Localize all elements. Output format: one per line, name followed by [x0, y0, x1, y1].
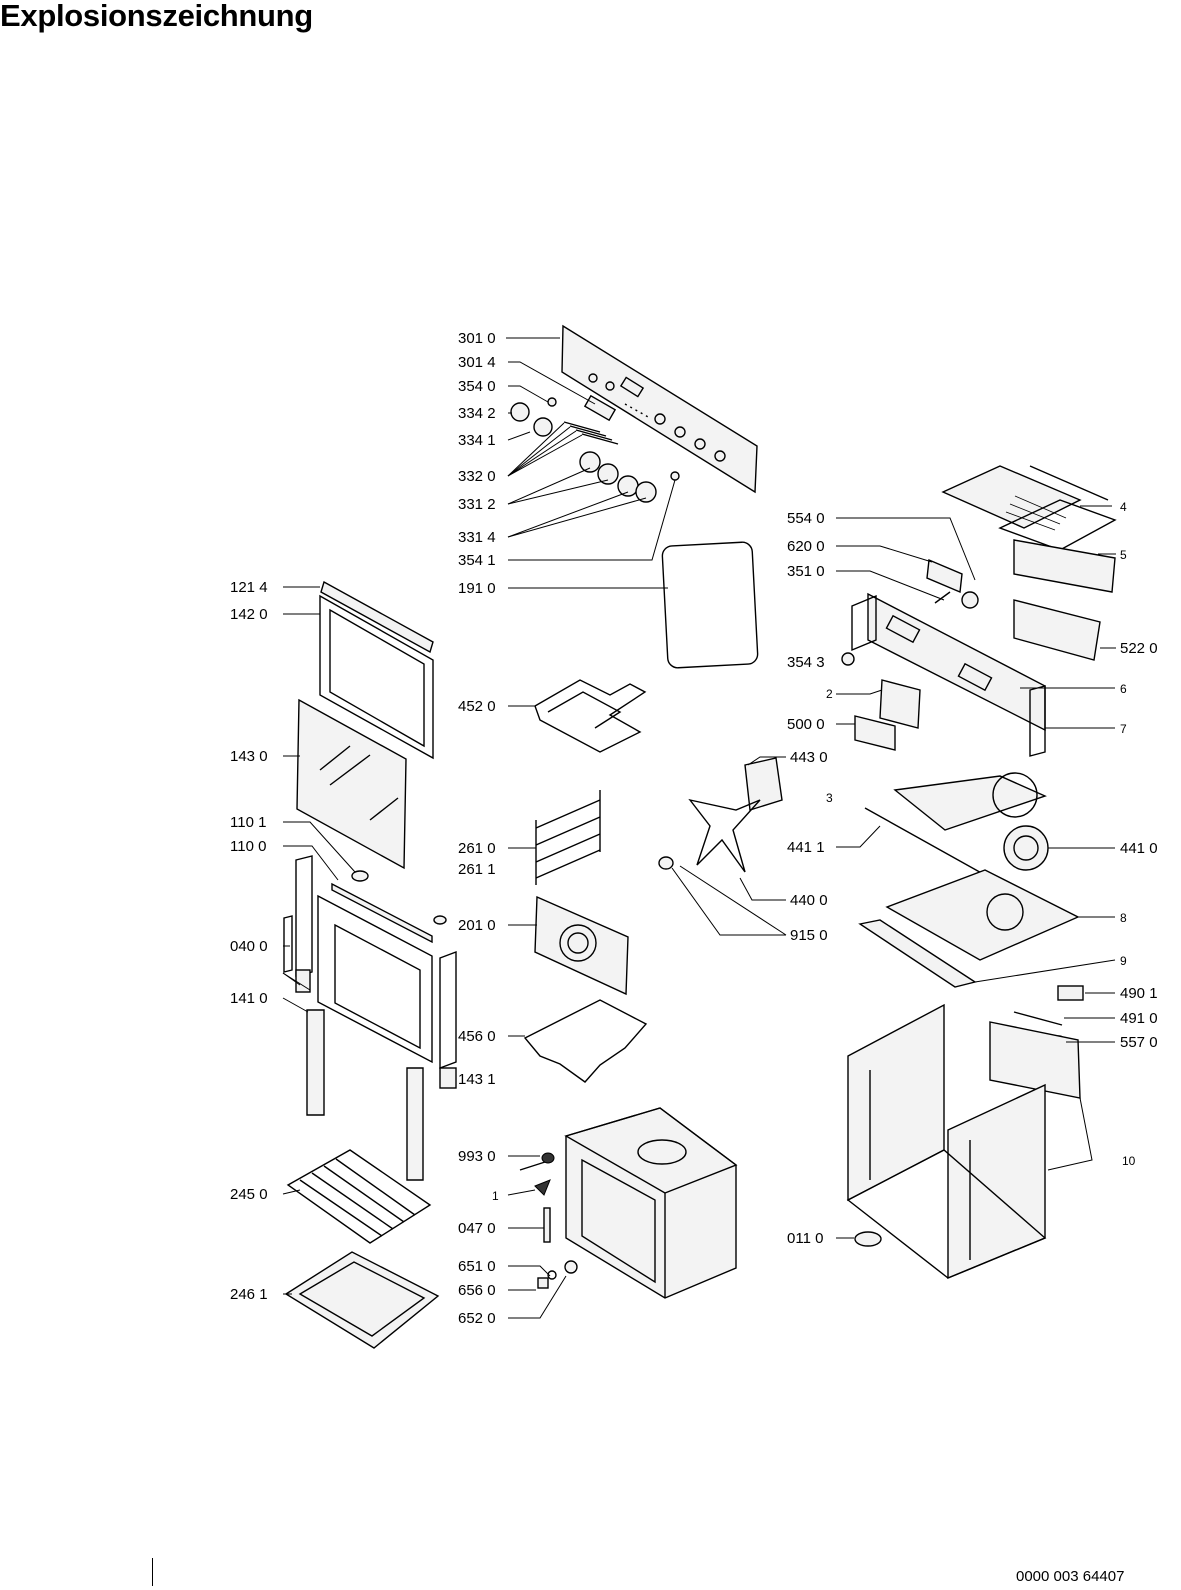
callout-110-0: 110 0	[230, 838, 266, 855]
callout-143-1: 143 1	[458, 1071, 496, 1088]
foot	[854, 1231, 882, 1247]
callout-441-0: 441 0	[1120, 840, 1158, 857]
top-cover-assembly	[941, 465, 1117, 661]
callout-121-4: 121 4	[230, 579, 268, 596]
callout-331-4: 331 4	[458, 529, 496, 546]
callout-201-0: 201 0	[458, 917, 496, 934]
callout-651-0: 651 0	[458, 1258, 496, 1275]
callout-5: 5	[1120, 548, 1127, 562]
callout-354-0: 354 0	[458, 378, 496, 395]
callout-491-0: 491 0	[1120, 1010, 1158, 1027]
callout-labels: 301 0 301 4 354 0 334 2 334 1 332 0 331 …	[230, 330, 1158, 1327]
callout-143-0: 143 0	[230, 748, 268, 765]
small-parts-centre	[519, 1152, 578, 1289]
callout-557-0: 557 0	[1120, 1034, 1158, 1051]
callout-245-0: 245 0	[230, 1186, 268, 1203]
callout-110-1: 110 1	[230, 814, 266, 831]
callout-354-1: 354 1	[458, 552, 496, 569]
callout-246-1: 246 1	[230, 1286, 268, 1303]
callout-443-0: 443 0	[790, 749, 828, 766]
oven-door-seal	[661, 541, 759, 669]
shelf-supports	[535, 790, 601, 885]
rear-panel-fan-cover	[864, 772, 1049, 876]
margin-mark	[152, 1558, 153, 1586]
callout-441-1: 441 1	[787, 839, 825, 856]
electronics	[854, 558, 979, 751]
rear-cover-plate	[534, 895, 629, 996]
callout-452-0: 452 0	[458, 698, 496, 715]
callout-500-0: 500 0	[787, 716, 825, 733]
bottom-heating-element	[523, 999, 648, 1083]
callout-047-0: 047 0	[458, 1220, 496, 1237]
callout-2: 2	[826, 687, 833, 701]
callout-522-0: 522 0	[1120, 640, 1158, 657]
callout-620-0: 620 0	[787, 538, 825, 555]
callout-8: 8	[1120, 911, 1127, 925]
top-heating-element	[534, 679, 647, 753]
callout-332-0: 332 0	[458, 468, 496, 485]
callout-191-0: 191 0	[458, 580, 496, 597]
callout-141-0: 141 0	[230, 990, 268, 1007]
callout-351-0: 351 0	[787, 563, 825, 580]
callout-334-1: 334 1	[458, 432, 496, 449]
callout-331-2: 331 2	[458, 496, 496, 513]
callout-142-0: 142 0	[230, 606, 268, 623]
rear-connector-parts	[989, 985, 1084, 1099]
callout-1: 1	[492, 1189, 499, 1203]
insulation-plates	[858, 869, 1080, 988]
document-code: 0000 003 64407	[1016, 1568, 1125, 1585]
callout-301-4: 301 4	[458, 354, 496, 371]
oven-housing	[846, 1003, 1047, 1280]
callout-334-2: 334 2	[458, 405, 496, 422]
page-title: Explosionszeichnung	[0, 0, 313, 33]
callout-354-3: 354 3	[787, 654, 825, 671]
callout-301-0: 301 0	[458, 330, 496, 347]
callout-652-0: 652 0	[458, 1310, 496, 1327]
callout-040-0: 040 0	[230, 938, 268, 955]
callout-261-1: 261 1	[458, 861, 496, 878]
callout-440-0: 440 0	[790, 892, 828, 909]
door-assembly	[283, 580, 457, 1181]
callout-554-0: 554 0	[787, 510, 825, 527]
callout-456-0: 456 0	[458, 1028, 496, 1045]
callout-6: 6	[1120, 682, 1127, 696]
baking-tray	[284, 1251, 440, 1349]
callout-011-0: 011 0	[787, 1230, 823, 1247]
leader-lines	[282, 337, 1116, 1319]
callout-656-0: 656 0	[458, 1282, 496, 1299]
callout-10: 10	[1122, 1154, 1136, 1168]
callout-3: 3	[826, 791, 833, 805]
callout-993-0: 993 0	[458, 1148, 496, 1165]
oven-muffle	[564, 1107, 738, 1299]
control-knobs	[510, 394, 680, 503]
callout-490-1: 490 1	[1120, 985, 1158, 1002]
callout-261-0: 261 0	[458, 840, 496, 857]
callout-9: 9	[1120, 954, 1127, 968]
fan-motor	[658, 757, 783, 873]
callout-4: 4	[1120, 500, 1127, 514]
front-frame	[841, 592, 1046, 757]
control-panel	[561, 324, 758, 494]
wire-shelf	[286, 1149, 432, 1244]
callout-7: 7	[1120, 722, 1127, 736]
callout-915-0: 915 0	[790, 927, 828, 944]
